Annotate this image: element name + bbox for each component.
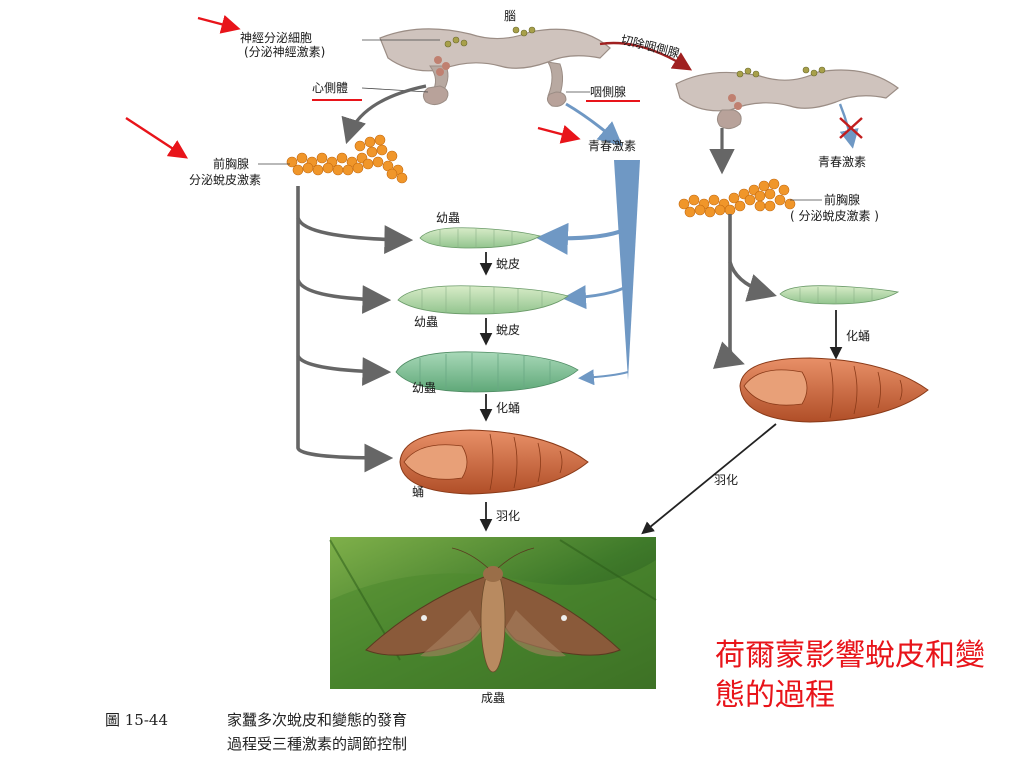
brain-right — [675, 66, 899, 130]
label-neurosecretory-cells: 神經分泌細胞 — [240, 31, 312, 45]
caption-line-1: 家蠶多次蛻皮和變態的發育 — [227, 711, 408, 729]
larva-3 — [395, 351, 579, 393]
adult-moth-photo — [329, 537, 657, 689]
blocked-x-icon — [839, 117, 863, 139]
label-juvenile-hormone: 青春激素 — [588, 139, 636, 153]
label-larva-2: 幼蟲 — [414, 315, 438, 329]
prothoracic-gland-left — [286, 134, 408, 184]
label-pupate: 化蛹 — [496, 401, 520, 415]
pointer-arrows — [125, 15, 581, 159]
figure-caption: 圖 15-44 家蠶多次蛻皮和變態的發育 過程受三種激素的調節控制 — [105, 708, 407, 756]
larva-2 — [397, 285, 569, 315]
figure-number: 圖 15-44 — [105, 711, 169, 729]
label-eclosion-right: 羽化 — [714, 473, 738, 487]
label-larva-3: 幼蟲 — [412, 381, 436, 395]
label-pupa: 蛹 — [412, 485, 424, 499]
label-larva-1: 幼蟲 — [436, 211, 460, 225]
brain-left — [379, 26, 611, 107]
pupa-left — [399, 429, 589, 495]
juvenile-hormone-wedge — [614, 160, 640, 380]
label-cut-allata: 切除咽側腺 — [619, 31, 681, 60]
larva-right — [779, 285, 900, 305]
larva-1 — [419, 227, 542, 249]
label-brain: 腦 — [504, 8, 516, 23]
label-secretes-ecdysone-right: ( 分泌蛻皮激素 ) — [790, 209, 879, 223]
prothoracic-gland-right — [678, 178, 796, 218]
label-prothoracic-gland-right: 前胸腺 — [824, 192, 860, 207]
label-neurosecretory-hormone: (分泌神經激素) — [244, 45, 325, 59]
label-eclosion: 羽化 — [496, 509, 520, 523]
label-corpora-cardiaca: 心側體 — [312, 81, 348, 95]
ecdysone-pathways-right — [712, 214, 777, 369]
label-molt-1: 蛻皮 — [496, 257, 520, 271]
label-prothoracic-gland: 前胸腺 — [213, 156, 249, 171]
label-adult: 成蟲 — [481, 691, 505, 705]
ecdysone-pathways-left — [296, 186, 414, 473]
label-corpora-allata: 咽側腺 — [590, 85, 626, 99]
annotation-note: 荷爾蒙影響蛻皮和變態的過程 — [715, 638, 985, 713]
label-pupate-right: 化蛹 — [846, 329, 870, 343]
label-molt-2: 蛻皮 — [496, 323, 520, 337]
label-secretes-ecdysone: 分泌蛻皮激素 — [189, 173, 261, 187]
pupa-right — [739, 357, 929, 423]
caption-line-2: 過程受三種激素的調節控制 — [227, 735, 408, 753]
label-juvenile-hormone-right: 青春激素 — [818, 155, 866, 169]
